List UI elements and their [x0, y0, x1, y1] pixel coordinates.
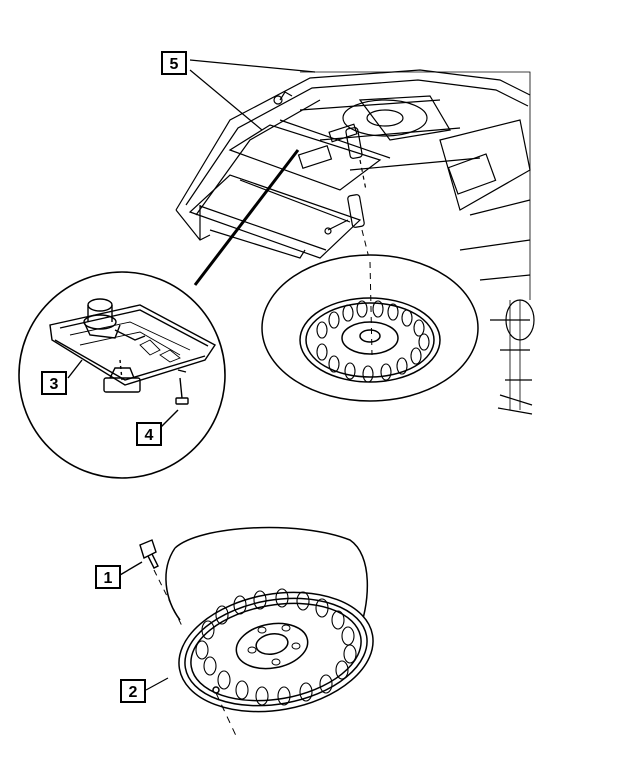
callout-4-label: 4 [145, 427, 154, 444]
callout-5-label: 5 [170, 56, 179, 73]
hold-down-bolt [324, 127, 371, 263]
detail-pointer [193, 149, 300, 286]
callout-5-leaders [189, 59, 316, 131]
callout-1: 1 [95, 565, 121, 589]
spare-wheel-assembly [165, 526, 374, 741]
jack-and-tray-detail [18, 271, 226, 479]
spare-tire-mounted [261, 254, 479, 402]
callout-3: 3 [41, 371, 67, 395]
callout-2: 2 [120, 679, 146, 703]
callout-3-label: 3 [50, 376, 59, 393]
valve-stem [119, 539, 183, 627]
callout-2-leader [145, 677, 169, 691]
callout-2-label: 2 [129, 684, 138, 701]
rear-cargo-floor [175, 69, 535, 415]
callout-4: 4 [136, 422, 162, 446]
callout-1-label: 1 [104, 570, 113, 587]
callout-5: 5 [161, 51, 187, 75]
